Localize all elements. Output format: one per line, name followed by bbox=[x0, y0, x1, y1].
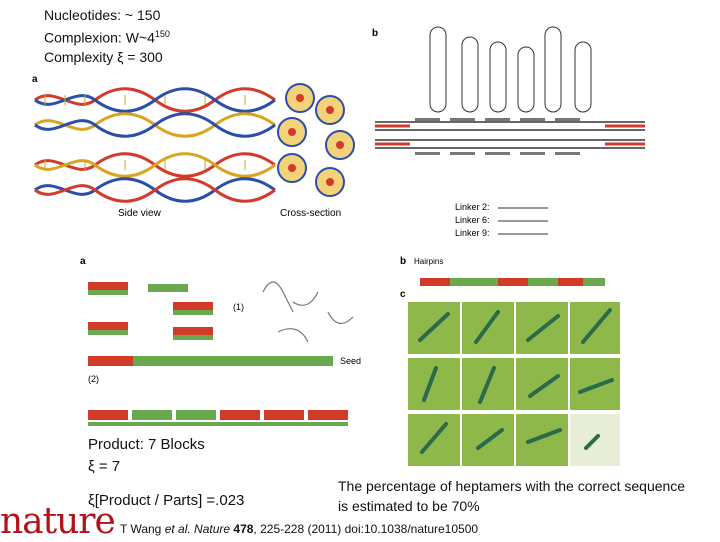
parts-blocks bbox=[88, 282, 213, 340]
product-complexity-text: ξ = 7 bbox=[88, 458, 121, 475]
sequence-diagram-figure: b Linker 2: Linker 6: Linker 9: bbox=[370, 22, 660, 247]
sequence-strands bbox=[375, 121, 645, 149]
complexity-text: Complexity ξ = 300 bbox=[44, 48, 163, 65]
micrograph-filaments bbox=[418, 308, 614, 454]
hairpin-block-row bbox=[420, 278, 605, 286]
side-view-caption: Side view bbox=[118, 208, 162, 219]
dna-tile-illustration: a Side view bbox=[32, 74, 355, 219]
hairpin-loops bbox=[429, 26, 592, 113]
seed-row bbox=[88, 356, 333, 366]
panel-b-bottom-label: b bbox=[400, 256, 406, 267]
panel-c-label: c bbox=[400, 289, 406, 300]
product-blocks-text: Product: 7 Blocks bbox=[88, 436, 205, 453]
stats-block: Nucleotides: ~ 150 Complexion: W~4150 Co… bbox=[44, 6, 170, 67]
panel-a-bottom-label: a bbox=[80, 256, 86, 267]
cross-section-rings bbox=[277, 83, 355, 197]
heptamer-note: The percentage of heptamers with the cor… bbox=[338, 478, 686, 514]
citation[interactable]: T Wang et al. Nature 478, 225-228 (2011)… bbox=[120, 522, 479, 536]
nature-logo: nature bbox=[0, 501, 116, 542]
panel-b-label: b bbox=[372, 28, 378, 39]
sequence-diagram: b Linker 2: Linker 6: Linker 9: bbox=[372, 26, 645, 238]
product-block: Product: 7 Blocks ξ = 7 ξ[Product / Part… bbox=[88, 434, 244, 512]
side-view-helices bbox=[34, 87, 276, 203]
seed-label: Seed bbox=[340, 356, 361, 366]
linker9-label: Linker 9: bbox=[455, 228, 490, 238]
ribbon-curves bbox=[262, 281, 354, 343]
sequence-text-blocks bbox=[415, 118, 580, 155]
linker2-label: Linker 2: bbox=[455, 202, 490, 212]
panel-a-label: a bbox=[32, 74, 38, 85]
hairpins-label: Hairpins bbox=[414, 257, 443, 266]
linker6-label: Linker 6: bbox=[455, 215, 490, 225]
block-assembly-diagram: a (1) Seed (2) bbox=[80, 256, 361, 426]
micrograph-figure: b Hairpins c bbox=[398, 252, 620, 468]
dna-tile-figure: a Side view bbox=[30, 70, 360, 220]
step2-label: (2) bbox=[88, 374, 99, 384]
cross-section-caption: Cross-section bbox=[280, 208, 341, 219]
micrograph-grid bbox=[408, 302, 620, 466]
product-row bbox=[88, 410, 348, 426]
step1-label: (1) bbox=[233, 302, 244, 312]
block-assembly-figure: a (1) Seed (2) bbox=[78, 252, 378, 432]
nucleotides-text: Nucleotides: ~ 150 bbox=[44, 7, 161, 23]
product-ratio-text: ξ[Product / Parts] =.023 bbox=[88, 492, 245, 509]
micrograph-panel: b Hairpins c bbox=[400, 256, 620, 466]
complexion-text: Complexion: W~4150 bbox=[44, 29, 170, 46]
